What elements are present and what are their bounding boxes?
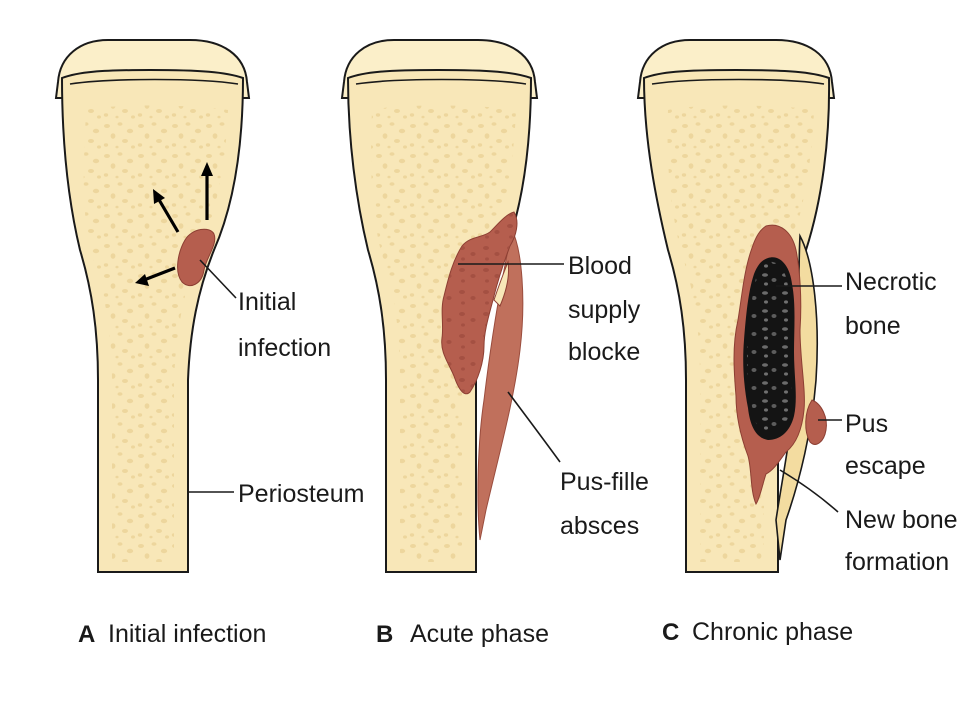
caption-c-letter: C <box>662 619 679 646</box>
label-new-bone-line2: formation <box>845 548 949 576</box>
arrow-up-left <box>156 197 180 233</box>
pus-escape-blob <box>805 399 827 445</box>
bone-a-spongy-texture <box>83 105 228 562</box>
label-initial-line1: Initial <box>238 288 296 316</box>
label-blood-line3: blocke <box>568 338 640 366</box>
bone-a-periosteum-line <box>69 78 239 85</box>
label-pus-filled-line1: Pus-fille <box>560 468 649 496</box>
label-necrotic-line1: Necrotic <box>845 268 937 296</box>
bone-a <box>54 39 251 573</box>
bone-c-periosteum-line <box>651 78 825 85</box>
label-blood-line2: supply <box>568 296 641 324</box>
label-periosteum: Periosteum <box>238 480 364 508</box>
bone-b <box>340 39 564 573</box>
caption-b-text: Acute phase <box>410 620 549 648</box>
arrow-left <box>143 266 176 282</box>
initial-infection-spot <box>177 228 216 286</box>
label-blood-line1: Blood <box>568 252 632 280</box>
label-initial-line2: infection <box>238 334 331 362</box>
leader-new-bone <box>779 469 839 513</box>
caption-b-letter: B <box>376 621 393 648</box>
pus-filled-abscess <box>477 228 524 541</box>
bone-c <box>636 39 842 573</box>
arrow-up-left-head <box>153 189 165 204</box>
spread-arrows <box>135 162 213 286</box>
callout-labels: Initial infection Periosteum Blood suppl… <box>238 252 958 576</box>
blocked-vessel <box>493 260 509 307</box>
caption-a-letter: A <box>78 621 95 648</box>
caption-c-text: Chronic phase <box>692 618 853 646</box>
leader-pus-filled <box>507 391 561 463</box>
label-pus-escape-line2: escape <box>845 452 926 480</box>
label-pus-filled-line2: absces <box>560 512 639 540</box>
bone-b-periosteum-line <box>355 78 527 85</box>
acute-infection-texture <box>441 212 517 394</box>
label-pus-escape-line1: Pus <box>845 410 888 438</box>
leader-initial-infection <box>199 259 237 299</box>
necrotic-bone-texture <box>747 261 792 434</box>
arrow-up-head <box>201 162 213 176</box>
caption-a-text: Initial infection <box>108 620 266 648</box>
arrow-left-head <box>135 274 149 286</box>
label-necrotic-line2: bone <box>845 312 901 340</box>
label-new-bone-line1: New bone <box>845 506 958 534</box>
panel-captions: A Initial infection B Acute phase C Chro… <box>78 618 853 648</box>
